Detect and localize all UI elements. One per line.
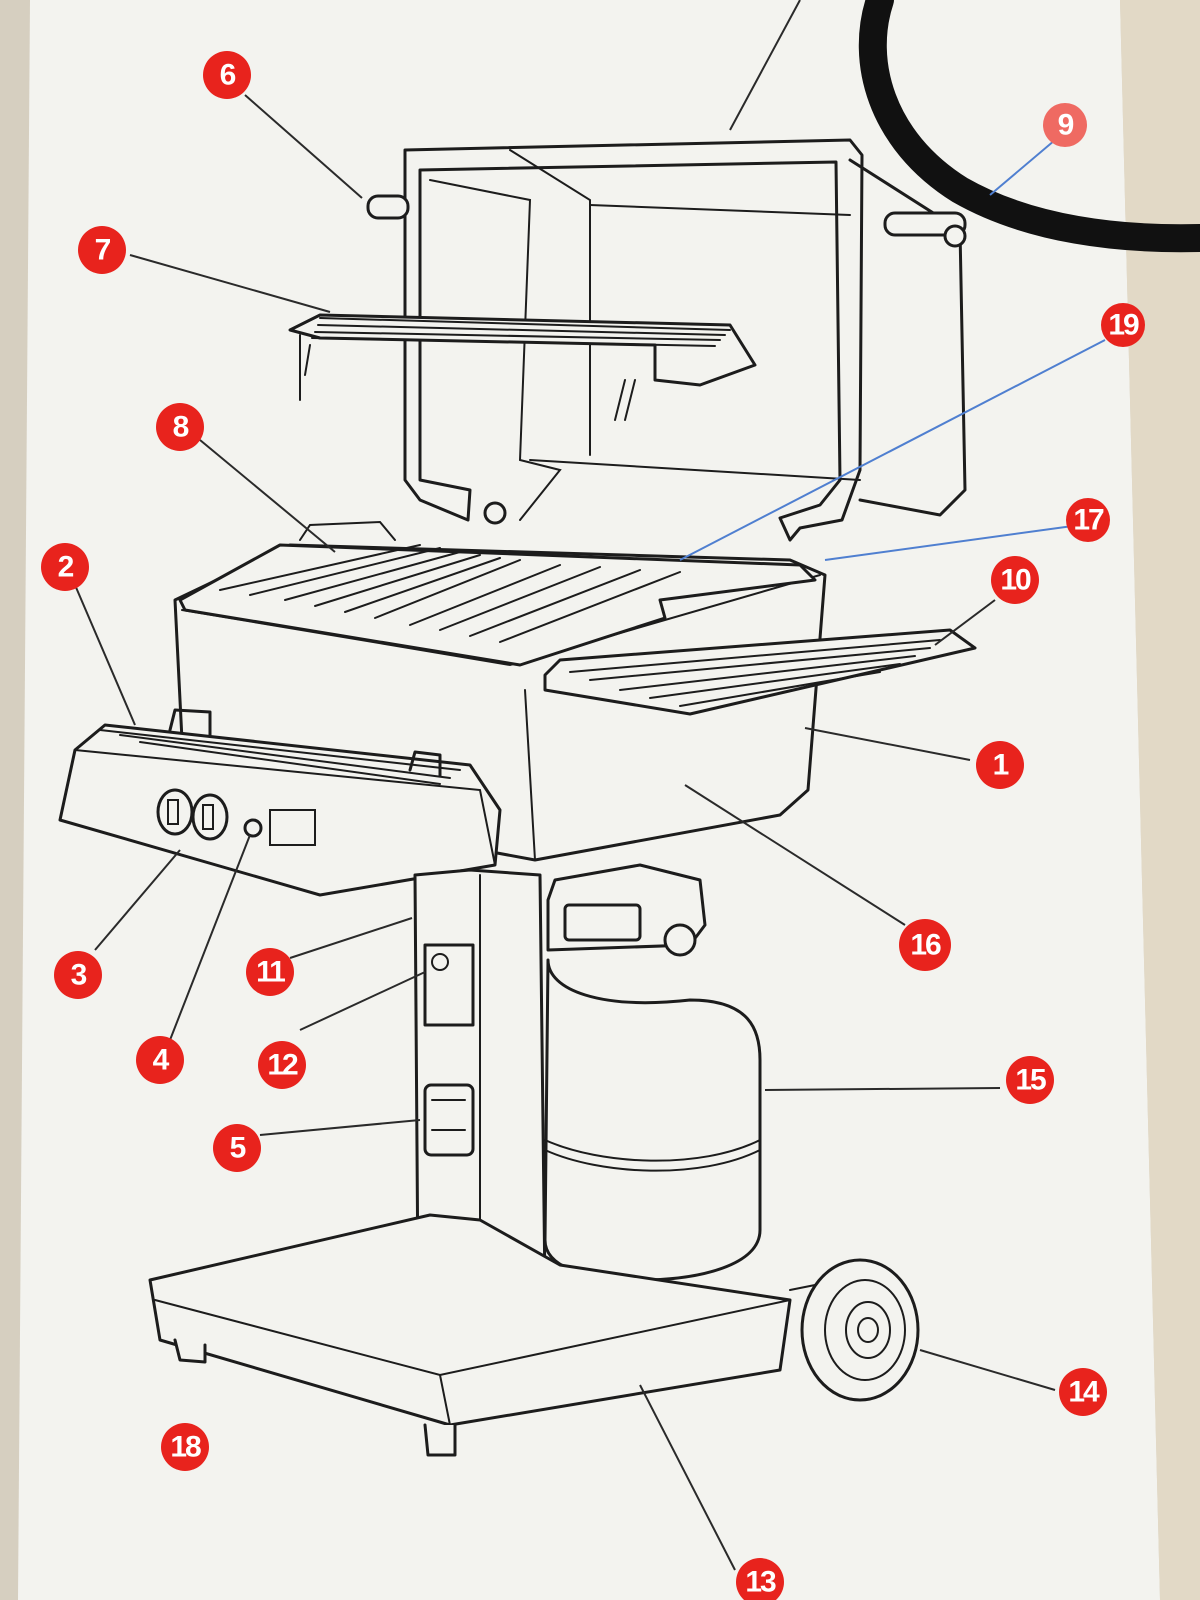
callout-2: 2 [41,543,89,591]
svg-text:12: 12 [267,1049,298,1082]
callouts: 6 7 8 2 9 19 17 10 1 16 3 11 12 4 5 15 1… [41,51,1145,1600]
svg-text:17: 17 [1073,504,1104,537]
svg-text:9: 9 [1058,109,1074,142]
svg-text:10: 10 [1000,564,1031,597]
callout-19: 19 [1101,303,1145,347]
callout-17: 17 [1066,498,1110,542]
callout-1: 1 [976,741,1024,789]
callout-15: 15 [1006,1056,1054,1104]
svg-text:18: 18 [170,1431,201,1464]
svg-text:7: 7 [95,234,111,267]
callout-13: 13 [736,1558,784,1600]
svg-text:8: 8 [173,411,189,444]
callout-11: 11 [246,948,294,996]
callout-3: 3 [54,951,102,999]
svg-text:1: 1 [993,749,1009,782]
svg-text:16: 16 [910,929,941,962]
grill-illustration [58,138,977,1457]
svg-text:2: 2 [58,551,74,584]
svg-text:14: 14 [1068,1376,1100,1409]
svg-text:15: 15 [1015,1064,1046,1097]
svg-text:5: 5 [230,1132,246,1165]
svg-text:4: 4 [153,1044,170,1077]
callout-4: 4 [136,1036,184,1084]
callout-8: 8 [156,403,204,451]
svg-text:11: 11 [256,956,285,989]
callout-9: 9 [1043,103,1087,147]
callout-14: 14 [1059,1368,1107,1416]
svg-text:3: 3 [71,959,87,992]
gas-hose-icon [858,0,1200,253]
callout-18: 18 [161,1423,209,1471]
callout-5: 5 [213,1124,261,1172]
callout-6: 6 [203,51,251,99]
callout-10: 10 [991,556,1039,604]
svg-text:13: 13 [745,1566,776,1599]
callout-12: 12 [258,1041,306,1089]
svg-text:6: 6 [220,59,236,92]
callout-7: 7 [78,226,126,274]
svg-text:19: 19 [1108,309,1139,342]
paper-shadow-edge [1120,0,1200,1600]
leader-lines [74,0,1106,1571]
callout-16: 16 [899,919,951,971]
